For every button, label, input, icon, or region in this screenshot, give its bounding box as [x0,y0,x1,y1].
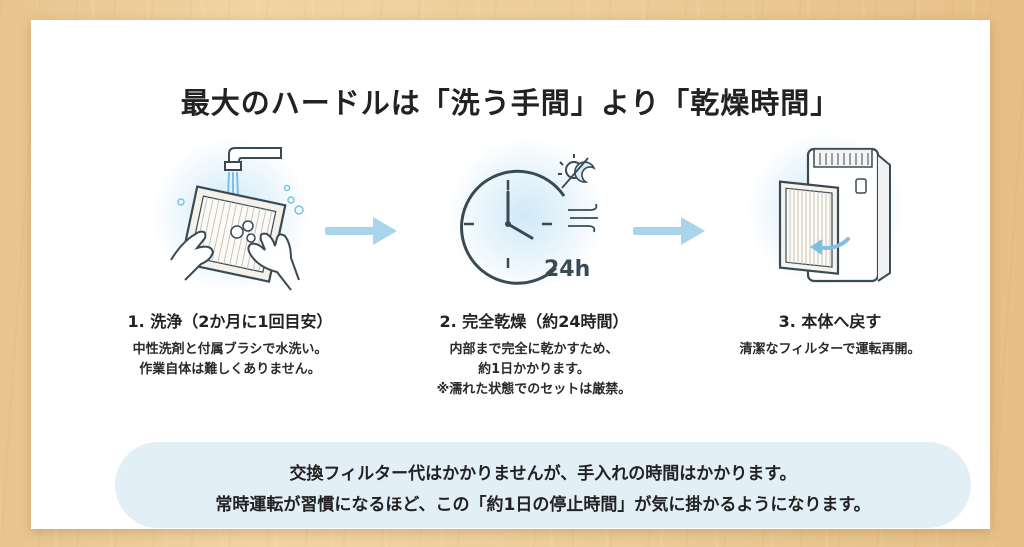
note-line-1: 交換フィルター代はかかりませんが、手入れの時間はかかります。 [289,464,797,484]
arrow-right-icon [325,217,397,245]
note-box: 交換フィルター代はかかりませんが、手入れの時間はかかります。 常時運転が習慣にな… [115,442,971,528]
step-1-title: 1. 洗浄（2か月に1回目安） [127,312,333,331]
step-3-desc-line: 清潔なフィルターで運転再開。 [739,342,921,357]
step-3-description: 清潔なフィルターで運転再開。 [700,340,960,360]
step-2-illustration: 24h [436,140,616,300]
step-1-desc-line: 中性洗剤と付属ブラシで水洗い。 [132,342,328,357]
note-line-2: 常時運転が習慣になるほど、この「約1日の停止時間」が気に掛かるようになります。 [215,495,871,515]
step-3-illustration [736,135,916,295]
info-card: 最大のハードルは「洗う手間」より「乾燥時間」 [31,20,990,529]
insert-filter-into-purifier-icon [778,147,891,283]
step-2-desc-line: 約1日かかります。 [478,362,590,377]
step-2-description: 内部まで完全に乾かすため、 約1日かかります。 ※濡れた状態でのセットは厳禁。 [404,340,664,400]
clock-24h-label: 24h [544,257,590,282]
step-2-title: 2. 完全乾燥（約24時間） [439,312,629,331]
step-2-desc-line: 内部まで完全に乾かすため、 [449,342,619,357]
washing-filter-under-faucet-icon [170,147,304,291]
clock-24h-drying-icon: 24h [460,154,598,285]
arrow-right-icon [633,217,705,245]
step-1-desc-line: 作業自体は難しくありません。 [139,362,321,377]
step-1-illustration [141,140,321,300]
step-3-title: 3. 本体へ戻す [778,312,882,331]
step-2-desc-line: ※濡れた状態でのセットは厳禁。 [436,382,632,397]
step-1-description: 中性洗剤と付属ブラシで水洗い。 作業自体は難しくありません。 [100,340,360,380]
page-title: 最大のハードルは「洗う手間」より「乾燥時間」 [180,86,841,120]
